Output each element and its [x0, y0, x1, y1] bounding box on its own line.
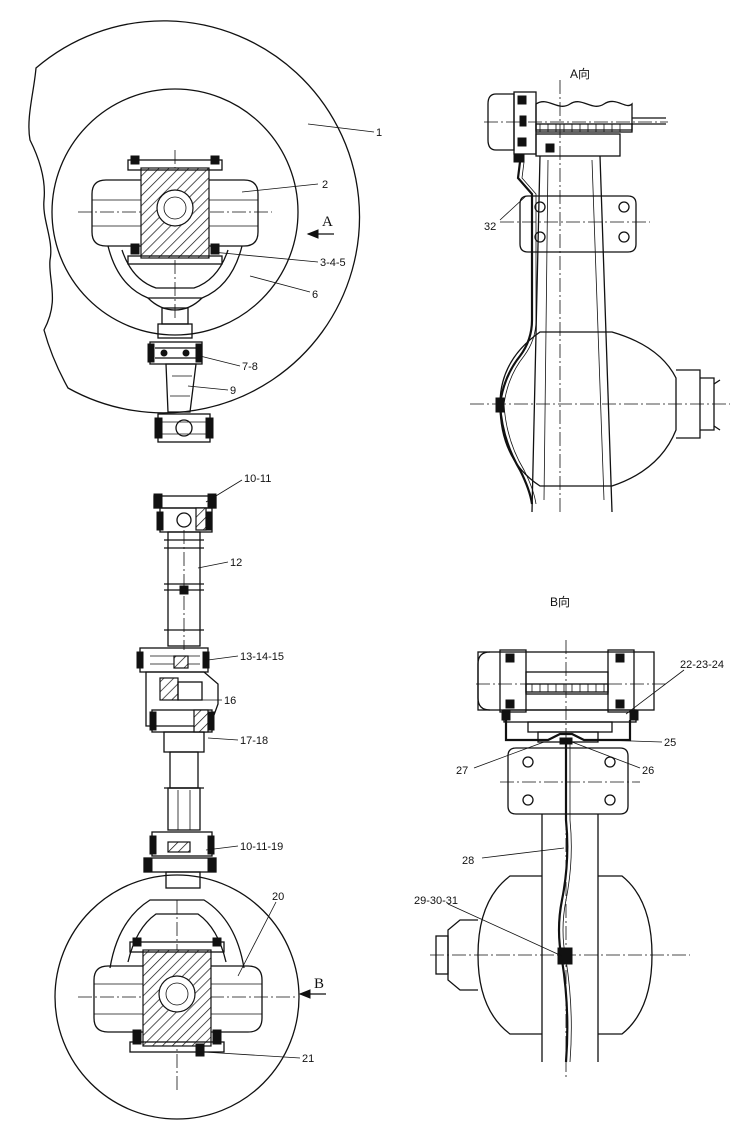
callout-10-11-19: 10-11-19 [240, 841, 283, 853]
callout-20: 20 [272, 891, 284, 903]
callout-7-8: 7-8 [242, 361, 258, 373]
callout-27: 27 [456, 765, 468, 777]
callout-17-18: 17-18 [240, 735, 268, 747]
callout-22-23-24: 22-23-24 [680, 659, 724, 671]
arrow-b-label: B [314, 976, 324, 992]
callout-1: 1 [376, 127, 382, 139]
callout-25: 25 [664, 737, 676, 749]
callout-6: 6 [312, 289, 318, 301]
view-a-title: A向 [570, 66, 590, 81]
callout-9: 9 [230, 385, 236, 397]
callout-28: 28 [462, 855, 474, 867]
lower-wheel-assembly [54, 874, 326, 1120]
upper-wheel-assembly [28, 20, 361, 443]
callout-16: 16 [224, 695, 236, 707]
leader-lines [187, 123, 685, 1059]
callout-10-11: 10-11 [244, 473, 271, 485]
arrow-a-label: A [322, 214, 333, 230]
view-b-drawing [430, 640, 690, 1078]
callout-29-30-31: 29-30-31 [414, 895, 458, 907]
callout-12: 12 [230, 557, 242, 569]
callout-13-14-15: 13-14-15 [240, 651, 284, 663]
callout-26: 26 [642, 765, 654, 777]
view-b-title: B向 [550, 594, 570, 609]
view-a-drawing [470, 80, 730, 513]
callout-2: 2 [322, 179, 328, 191]
callout-3-4-5: 3-4-5 [320, 257, 346, 269]
callout-21: 21 [302, 1053, 314, 1065]
callout-32: 32 [484, 221, 496, 233]
drive-shaft-column [136, 493, 219, 889]
